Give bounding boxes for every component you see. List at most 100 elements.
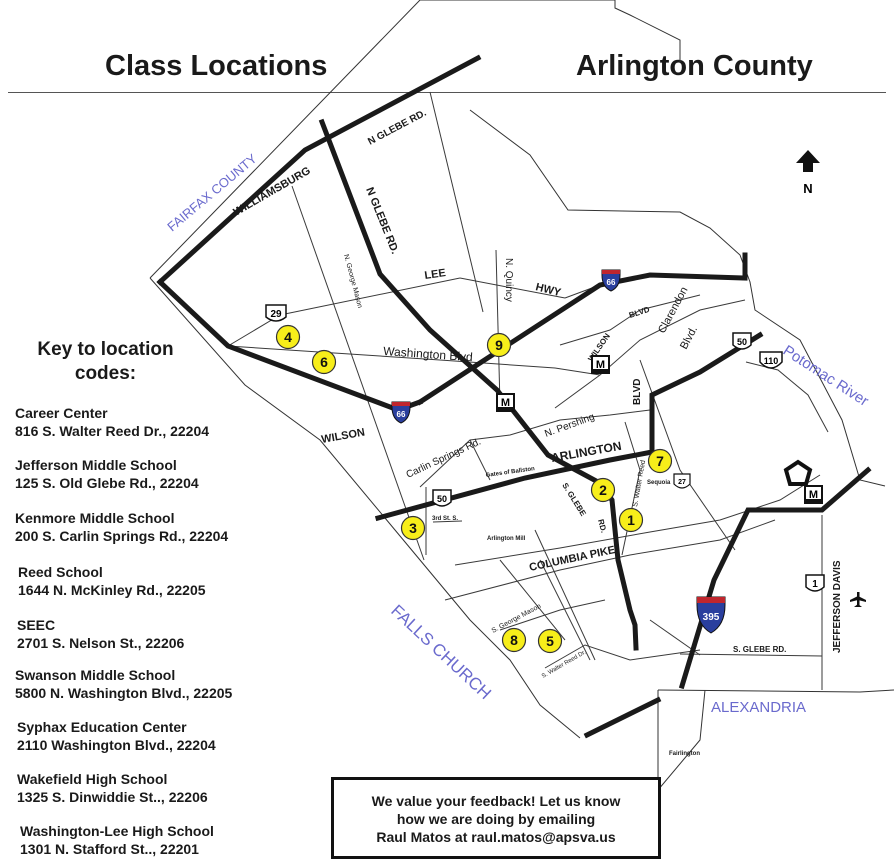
- label-blvd-2: BLVD: [632, 379, 643, 405]
- road-labels: WILLIAMSBURG N GLEBE RD. N GLEBE RD. LEE…: [232, 108, 844, 757]
- feedback-line3: Raul Matos at raul.matos@apsva.us: [376, 829, 616, 845]
- route-27-shield: 27: [673, 473, 691, 489]
- key-item-name: Syphax Education Center: [17, 719, 187, 735]
- key-item-address: 125 S. Old Glebe Rd., 22204: [15, 475, 199, 491]
- label-arlington-mill: Arlington Mill: [487, 536, 526, 542]
- label-fairlington: Fairlington: [669, 751, 700, 757]
- key-item-washington-lee: Washington-Lee High School 1301 N. Staff…: [20, 822, 214, 858]
- label-alexandria: ALEXANDRIA: [711, 699, 806, 716]
- svg-text:6: 6: [320, 354, 328, 370]
- key-item-syphax: Syphax Education Center 2110 Washington …: [17, 718, 216, 754]
- airport-icon: [850, 592, 866, 607]
- svg-text:1: 1: [627, 512, 635, 528]
- key-item-address: 2110 Washington Blvd., 22204: [17, 737, 216, 753]
- key-item-address: 1644 N. McKinley Rd., 22205: [18, 582, 206, 598]
- svg-text:5: 5: [546, 633, 554, 649]
- title-arlington-county: Arlington County: [576, 50, 813, 82]
- feedback-line1: We value your feedback! Let us know: [371, 793, 621, 809]
- minor-roads: [227, 91, 829, 791]
- svg-text:9: 9: [495, 337, 503, 353]
- key-item-address: 2701 S. Nelson St., 22206: [17, 635, 185, 651]
- location-marker-5: 5: [537, 628, 563, 654]
- svg-text:1: 1: [812, 579, 818, 590]
- label-washington-blvd: Washington Blvd: [383, 344, 473, 364]
- label-columbia-pike: COLUMBIA PIKE: [528, 544, 616, 574]
- svg-text:8: 8: [510, 632, 518, 648]
- key-item-address: 1301 N. Stafford St.., 22201: [20, 841, 199, 857]
- key-item-address: 1325 S. Dinwiddie St.., 22206: [17, 789, 208, 805]
- label-rd: RD.: [596, 518, 608, 534]
- key-item-name: SEEC: [17, 617, 56, 633]
- label-s-glebe-rd: S. GLEBE RD.: [733, 645, 786, 654]
- location-marker-6: 6: [311, 349, 337, 375]
- svg-text:66: 66: [397, 410, 406, 419]
- location-markers: 1 2 3 4 5 6 7 8 9: [275, 324, 673, 654]
- label-s-glebe: S. GLEBE: [560, 481, 588, 518]
- interstate-66-shield-b: 66: [391, 401, 411, 424]
- svg-text:27: 27: [678, 479, 686, 486]
- svg-text:4: 4: [284, 329, 292, 345]
- metro-stations: M M M: [496, 355, 823, 504]
- key-item-seec: SEEC 2701 S. Nelson St., 22206: [17, 616, 184, 652]
- feedback-line2: how we are doing by emailing: [396, 811, 596, 827]
- key-item-wakefield: Wakefield High School 1325 S. Dinwiddie …: [17, 770, 208, 806]
- key-title: Key to location codes:: [18, 338, 193, 386]
- key-item-career-center: Career Center 816 S. Walter Reed Dr., 22…: [15, 404, 209, 440]
- label-hwy: HWY: [534, 281, 562, 299]
- label-blvd-1: BLVD: [628, 305, 651, 320]
- label-sequoia: Sequoia: [647, 480, 671, 486]
- key-item-name: Kenmore Middle School: [15, 510, 175, 526]
- label-n-george-mason: N. George Mason: [342, 254, 363, 309]
- svg-text:395: 395: [703, 612, 720, 623]
- svg-text:3: 3: [409, 520, 417, 536]
- label-3rd-st: 3rd St. S.: [432, 516, 458, 522]
- label-jefferson-davis: JEFFERSON DAVIS: [832, 560, 843, 653]
- svg-text:7: 7: [656, 453, 664, 469]
- label-walter-reed: S. Walter Reed: [632, 460, 647, 508]
- us-29-shield: 29: [265, 304, 287, 322]
- key-item-swanson: Swanson Middle School 5800 N. Washington…: [15, 666, 232, 702]
- us-1-shield: 1: [805, 574, 825, 592]
- key-item-address: 816 S. Walter Reed Dr., 22204: [15, 423, 210, 439]
- svg-text:M: M: [809, 489, 818, 501]
- label-carlin-springs: Carlin Springs Rd.: [405, 436, 483, 480]
- label-clarendon-blvd: Blvd.: [678, 324, 700, 351]
- svg-text:50: 50: [437, 494, 447, 504]
- metro-station-icon-c: M: [804, 485, 823, 504]
- key-item-name: Washington-Lee High School: [20, 823, 214, 839]
- location-marker-3: 3: [400, 515, 426, 541]
- key-item-reed: Reed School 1644 N. McKinley Rd., 22205: [18, 563, 206, 599]
- compass-label: N: [803, 181, 812, 196]
- location-marker-4: 4: [275, 324, 301, 350]
- location-marker-2: 2: [590, 477, 616, 503]
- interstate-395-shield: 395: [696, 596, 726, 634]
- key-title-line1: Key to location: [37, 339, 174, 360]
- svg-text:M: M: [501, 397, 510, 409]
- key-item-jefferson: Jefferson Middle School 125 S. Old Glebe…: [15, 456, 199, 492]
- label-n-pershing: N. Pershing: [543, 412, 596, 440]
- us-50-shield-b: 50: [732, 332, 752, 350]
- key-item-address: 5800 N. Washington Blvd., 22205: [15, 685, 233, 701]
- label-n-quincy: N. Quincy: [503, 258, 514, 302]
- svg-text:50: 50: [737, 337, 747, 347]
- label-s-walter-reed-dr: S. Walter Reed Dr.: [541, 649, 587, 679]
- compass: N: [796, 150, 820, 196]
- svg-text:110: 110: [764, 356, 779, 366]
- label-fairfax-county: FAIRFAX COUNTY: [164, 151, 260, 235]
- svg-text:66: 66: [607, 278, 616, 287]
- key-item-name: Wakefield High School: [17, 771, 168, 787]
- key-item-kenmore: Kenmore Middle School 200 S. Carlin Spri…: [15, 509, 228, 545]
- key-item-name: Swanson Middle School: [15, 667, 176, 683]
- key-item-address: 200 S. Carlin Springs Rd., 22204: [15, 528, 229, 544]
- interstate-66-shield-a: 66: [601, 269, 621, 292]
- route-shields: 66 66 395 29 50 50 110 27: [265, 269, 825, 634]
- label-wilson: WILSON: [320, 426, 365, 445]
- location-marker-8: 8: [501, 627, 527, 653]
- location-marker-1: 1: [618, 507, 644, 533]
- label-potomac-river: Potomac River: [780, 342, 872, 410]
- metro-station-icon-b: M: [591, 355, 610, 374]
- feedback-box: We value your feedback! Let us know how …: [331, 777, 661, 859]
- svg-text:2: 2: [599, 482, 607, 498]
- us-50-shield-a: 50: [432, 489, 452, 507]
